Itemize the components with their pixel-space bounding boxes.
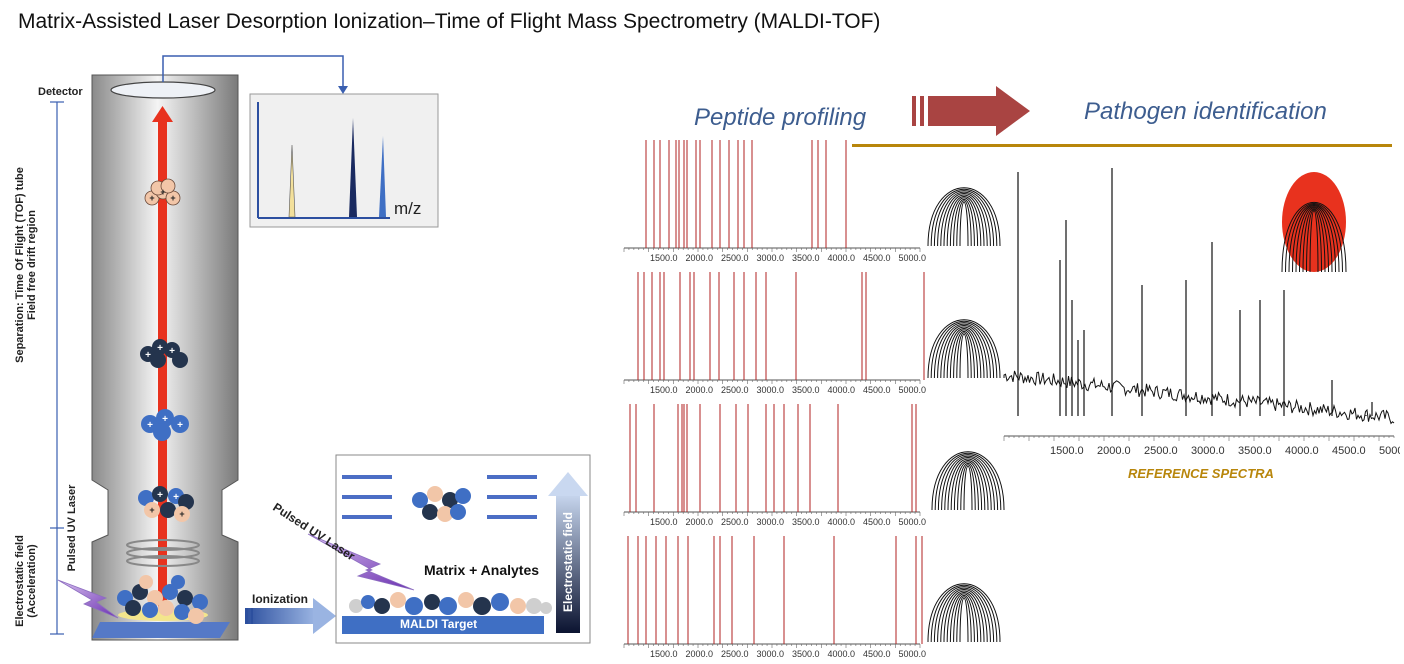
profile-tick-label: 5000.0 <box>899 649 927 659</box>
ion-cluster-dark <box>140 339 188 368</box>
fingerprint-icon <box>927 319 1001 379</box>
profile-tick-label: 3500.0 <box>792 385 820 395</box>
profile-tick-label: 3000.0 <box>757 385 785 395</box>
svg-text:+: + <box>147 420 153 431</box>
tof-label-line2: Field free drift region <box>26 210 38 321</box>
svg-text:+: + <box>149 193 154 203</box>
profile-tick-label: 2500.0 <box>721 649 749 659</box>
profile-tick-label: 1500.0 <box>650 517 678 527</box>
profile-tick-label: 1500.0 <box>650 253 678 263</box>
svg-text:+: + <box>170 193 175 203</box>
reference-tick-label: 2500.0 <box>1144 445 1178 457</box>
svg-text:+: + <box>179 509 184 519</box>
tof-label-line1: Separation: Time Of Flight (TOF) tube <box>14 167 26 363</box>
profile-tick-label: 4000.0 <box>828 517 856 527</box>
profile-tick-label: 4000.0 <box>828 649 856 659</box>
page-title: Matrix-Assisted Laser Desorption Ionizat… <box>18 10 881 33</box>
profile-tick-label: 2500.0 <box>721 253 749 263</box>
reference-tick-label: 4000.0 <box>1285 445 1319 457</box>
profile-strip-3: 1500.0 2000.0 2500.0 3000.0 3500.0 4000.0 4500… <box>623 404 1005 527</box>
profile-spectra: 1500.0 2000.0 2500.0 3000.0 3500.0 4000.0 4500… <box>623 140 1005 659</box>
svg-text:+: + <box>149 505 154 515</box>
reference-tick-label: 3500.0 <box>1238 445 1272 457</box>
profile-tick-label: 3000.0 <box>757 517 785 527</box>
reference-tick-label: 2000.0 <box>1097 445 1131 457</box>
profile-tick-label: 2000.0 <box>686 253 714 263</box>
profile-tick-label: 5000.0 <box>899 253 927 263</box>
mz-label: m/z <box>394 199 422 218</box>
maldi-target <box>342 616 544 634</box>
profile-tick-label: 5000.0 <box>899 517 927 527</box>
matrix-analytes-label: Matrix + Analytes <box>424 562 540 578</box>
profile-strip-4: 1500.0 2000.0 2500.0 3000.0 3500.0 4000.0 4500… <box>623 536 1001 659</box>
svg-text:+: + <box>157 490 163 501</box>
profile-tick-label: 3500.0 <box>792 649 820 659</box>
gold-divider <box>852 144 1392 147</box>
svg-text:+: + <box>160 187 165 197</box>
profile-strip-2: 1500.0 2000.0 2500.0 3000.0 3500.0 4000.0 4500… <box>623 272 1001 395</box>
detector-disc <box>110 81 216 99</box>
svg-text:+: + <box>157 343 163 354</box>
field-label-line1: Electrostatic field <box>14 535 26 627</box>
reference-tick-label: 1500.0 <box>1050 445 1084 457</box>
profile-tick-label: 1500.0 <box>650 649 678 659</box>
detector-label: Detector <box>38 86 83 98</box>
svg-text:+: + <box>145 350 151 361</box>
profile-tick-label: 4000.0 <box>828 385 856 395</box>
ion-cluster-light <box>144 178 181 206</box>
profile-tick-label: 4000.0 <box>828 253 856 263</box>
reference-tick-label: 4500.0 <box>1332 445 1366 457</box>
field-label: Electrostatic field (Acceleration) <box>14 526 38 636</box>
inset-box <box>335 454 591 644</box>
profile-tick-label: 2500.0 <box>721 517 749 527</box>
ion-cluster-mixed <box>138 486 194 522</box>
fingerprint-icon <box>927 583 1001 643</box>
profile-tick-label: 4500.0 <box>863 253 891 263</box>
red-fingerprint-icon <box>1281 172 1347 273</box>
profile-tick-label: 1500.0 <box>650 385 678 395</box>
reference-spectrum: 1500.0 2000.0 2500.0 3000.0 3500.0 4000.0 4500… <box>1003 168 1400 457</box>
reference-spectra-label: REFERENCE SPECTRA <box>1128 466 1274 481</box>
fingerprint-icon <box>931 451 1005 511</box>
profile-tick-label: 4500.0 <box>863 517 891 527</box>
profile-tick-label: 4500.0 <box>863 385 891 395</box>
profile-tick-label: 3500.0 <box>792 517 820 527</box>
profile-tick-label: 2500.0 <box>721 385 749 395</box>
reference-tick-label: 5000.0 <box>1379 445 1400 457</box>
spectrum-box <box>249 93 439 228</box>
profile-tick-label: 2000.0 <box>686 517 714 527</box>
profiling-arrow <box>912 86 1030 136</box>
maldi-target-label: MALDI Target <box>400 617 478 631</box>
svg-text:+: + <box>177 420 183 431</box>
pathogen-identification-label: Pathogen identification <box>1084 98 1327 125</box>
svg-text:+: + <box>162 414 168 425</box>
reference-baseline <box>1003 370 1395 425</box>
peptide-profiling-label: Peptide profiling <box>694 104 867 131</box>
laser-bolt <box>57 579 119 619</box>
tof-diagram: +++ +++ ++ +++ ++ <box>50 55 591 644</box>
ion-cluster-blue <box>141 409 189 441</box>
profile-tick-label: 3000.0 <box>757 253 785 263</box>
svg-text:+: + <box>173 492 179 503</box>
profile-tick-label: 5000.0 <box>899 385 927 395</box>
profile-strip-1: 1500.0 2000.0 2500.0 3000.0 3500.0 4000.0 4500… <box>623 140 1001 263</box>
svg-text:+: + <box>169 346 175 357</box>
profile-tick-label: 3000.0 <box>757 649 785 659</box>
profile-tick-label: 2000.0 <box>686 385 714 395</box>
inset-field-label: Electrostatic field <box>561 511 575 613</box>
profile-tick-label: 3500.0 <box>792 253 820 263</box>
ionization-label: Ionization <box>252 592 308 606</box>
profile-tick-label: 2000.0 <box>686 649 714 659</box>
fingerprint-icon <box>927 187 1001 247</box>
pulsed-laser-label: Pulsed UV Laser <box>66 484 78 572</box>
profile-tick-label: 4500.0 <box>863 649 891 659</box>
reference-tick-label: 3000.0 <box>1191 445 1225 457</box>
tof-tube-label: Separation: Time Of Flight (TOF) tube Fi… <box>14 100 38 430</box>
field-label-line2: (Acceleration) <box>26 544 38 618</box>
